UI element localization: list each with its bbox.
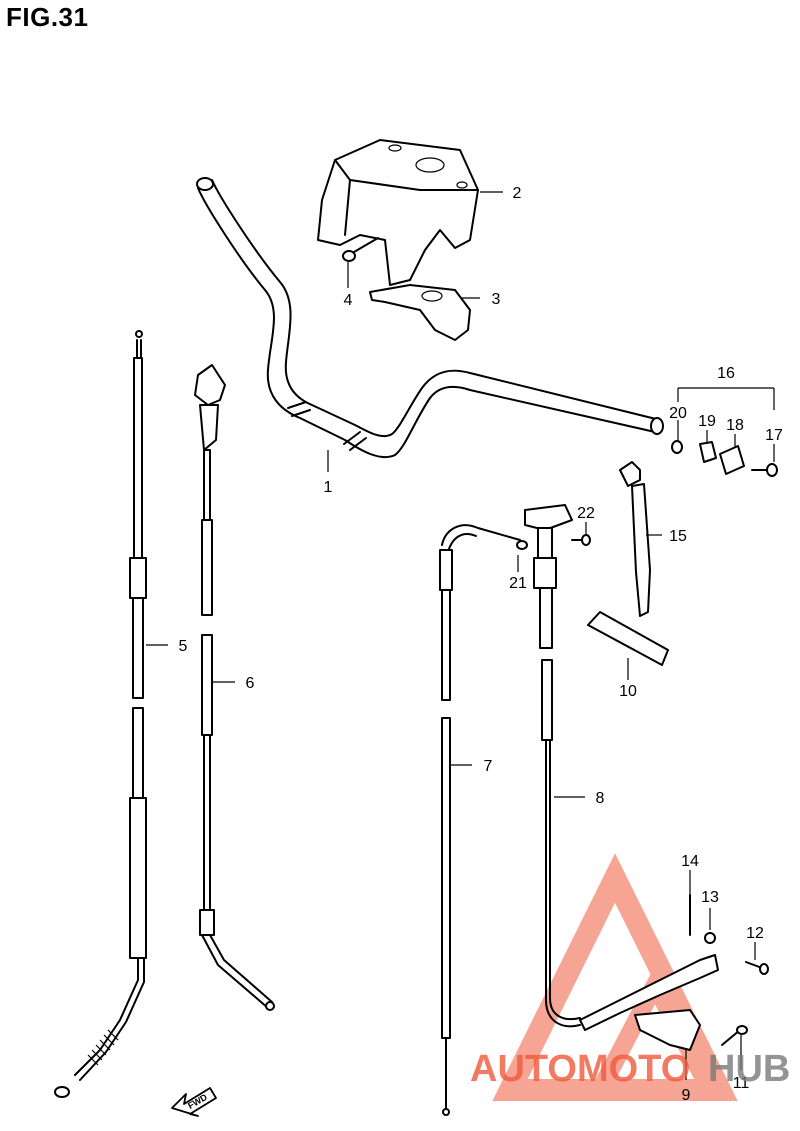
callout-13: 13 — [701, 889, 719, 906]
callout-14: 14 — [681, 853, 699, 870]
bolt-12 — [745, 961, 769, 975]
leader-lines — [146, 191, 775, 1080]
watermark-part2: HUB — [708, 1048, 790, 1090]
callouts: 1 2 3 4 5 6 7 8 9 10 11 12 13 14 15 16 1… — [179, 185, 783, 1104]
watermark-part1: AUTOMOTO — [470, 1048, 690, 1090]
bolt-11 — [721, 1025, 748, 1046]
cover-bracket — [369, 284, 471, 341]
collar-19 — [699, 441, 717, 463]
callout-9: 9 — [682, 1087, 691, 1104]
cable-tie-15 — [619, 461, 651, 617]
washer-21 — [516, 540, 528, 550]
brake-cable — [194, 364, 275, 1011]
callout-4: 4 — [344, 292, 353, 309]
figure-title: FIG.31 — [6, 2, 89, 32]
weight-18 — [719, 445, 745, 475]
callout-16: 16 — [717, 365, 735, 382]
callout-10: 10 — [619, 683, 637, 700]
choke-cable — [439, 524, 521, 1116]
callout-18: 18 — [726, 417, 744, 434]
parking-brake-cable — [524, 504, 719, 1031]
throttle-cable — [54, 330, 147, 1098]
handlebar — [196, 177, 664, 459]
callout-3: 3 — [492, 291, 501, 308]
screw-22 — [571, 534, 591, 546]
callout-17: 17 — [765, 427, 783, 444]
callout-11: 11 — [733, 1075, 750, 1092]
callout-21: 21 — [509, 575, 527, 592]
watermark-text: AUTOMOTO HUB — [470, 1048, 790, 1090]
cable-spring — [87, 1029, 119, 1066]
screw-17 — [751, 463, 778, 477]
cable-bracket-9 — [634, 1009, 701, 1051]
callout-1: 1 — [324, 479, 333, 496]
callout-19: 19 — [698, 413, 716, 430]
callout-7: 7 — [484, 758, 493, 775]
callout-6: 6 — [246, 675, 255, 692]
fwd-arrow-icon: FWD — [171, 1087, 217, 1117]
callout-2: 2 — [513, 185, 522, 202]
callout-12: 12 — [746, 925, 764, 942]
callout-15: 15 — [669, 528, 687, 545]
washer-13 — [704, 932, 716, 944]
callout-22: 22 — [577, 505, 595, 522]
clamp-plate-10 — [587, 611, 669, 666]
callout-8: 8 — [596, 790, 605, 807]
callout-20: 20 — [669, 405, 687, 422]
callout-5: 5 — [179, 638, 188, 655]
handlebar-end-assembly — [671, 440, 778, 477]
washer-20 — [671, 440, 683, 454]
handlebar-cover — [317, 139, 479, 286]
screw-4 — [342, 237, 379, 262]
